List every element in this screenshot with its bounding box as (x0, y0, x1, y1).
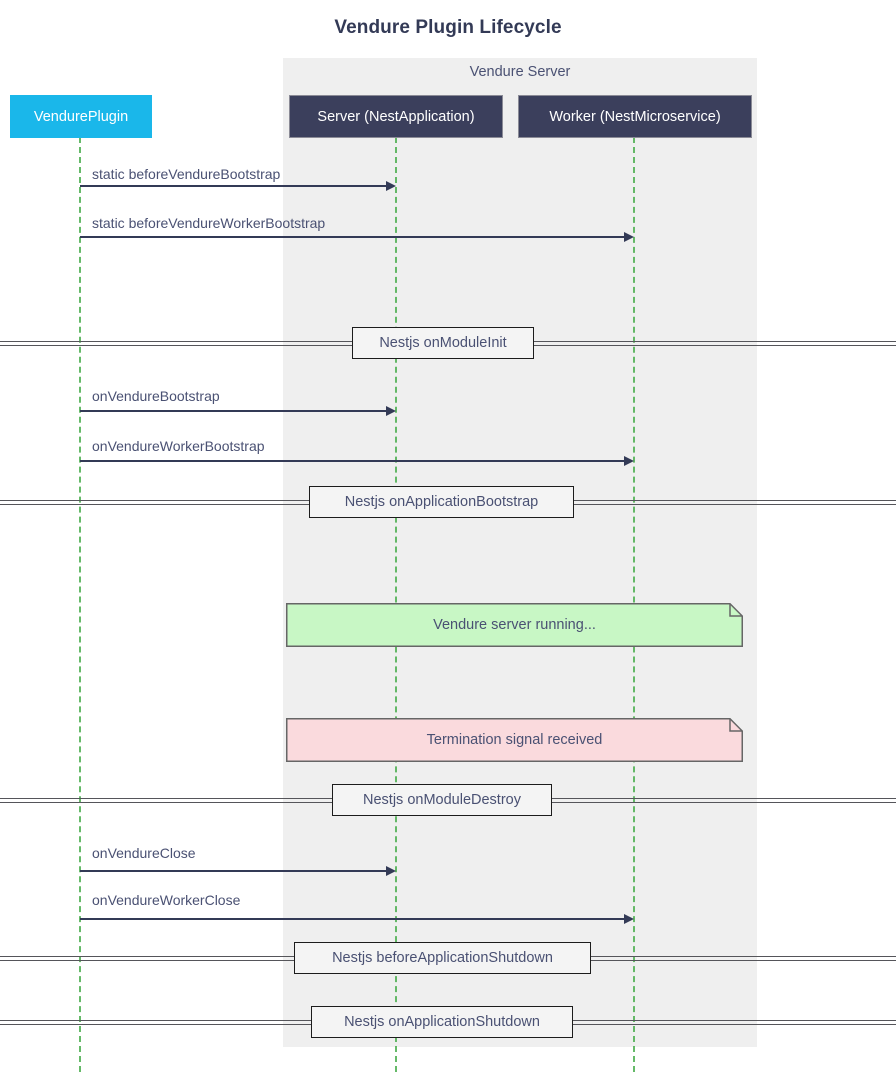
participant-worker[interactable]: Worker (NestMicroservice) (518, 95, 752, 138)
message-arrowhead-static-before-vendure-worker-bootstrap (624, 232, 634, 242)
message-line-static-before-vendure-worker-bootstrap (80, 236, 624, 238)
lifeline-plugin (79, 137, 81, 1072)
note-vendure-server-running: Vendure server running... (286, 603, 743, 647)
divider-label-on-module-init: Nestjs onModuleInit (352, 327, 534, 359)
participant-server[interactable]: Server (NestApplication) (289, 95, 503, 138)
message-arrowhead-on-vendure-worker-close (624, 914, 634, 924)
message-line-static-before-vendure-bootstrap (80, 185, 386, 187)
diagram-title: Vendure Plugin Lifecycle (334, 17, 562, 38)
message-label-on-vendure-worker-bootstrap: onVendureWorkerBootstrap (92, 438, 265, 454)
message-label-on-vendure-worker-close: onVendureWorkerClose (92, 892, 241, 908)
note-shape-green (286, 603, 743, 647)
note-label-vendure-server-running: Vendure server running... (433, 617, 596, 633)
message-arrowhead-static-before-vendure-bootstrap (386, 181, 396, 191)
divider-label-on-application-shutdown: Nestjs onApplicationShutdown (311, 1006, 573, 1038)
note-label-termination-signal-received: Termination signal received (426, 732, 603, 748)
message-line-on-vendure-bootstrap (80, 410, 386, 412)
participant-label-plugin: VendurePlugin (33, 108, 129, 125)
group-label-vendure-server: Vendure Server (469, 64, 571, 80)
message-label-static-before-vendure-bootstrap: static beforeVendureBootstrap (92, 166, 281, 182)
message-line-on-vendure-worker-close (80, 918, 624, 920)
message-arrowhead-on-vendure-worker-bootstrap (624, 456, 634, 466)
note-termination-signal-received: Termination signal received (286, 718, 743, 762)
participant-vendure-plugin[interactable]: VendurePlugin (10, 95, 152, 138)
message-arrowhead-on-vendure-bootstrap (386, 406, 396, 416)
note-shape-red (286, 718, 743, 762)
divider-label-before-application-shutdown: Nestjs beforeApplicationShutdown (294, 942, 591, 974)
message-label-static-before-vendure-worker-bootstrap: static beforeVendureWorkerBootstrap (92, 215, 326, 231)
divider-label-on-application-bootstrap: Nestjs onApplicationBootstrap (309, 486, 574, 518)
participant-label-server: Server (NestApplication) (317, 108, 475, 125)
message-arrowhead-on-vendure-close (386, 866, 396, 876)
message-label-on-vendure-close: onVendureClose (92, 845, 196, 861)
participant-label-worker: Worker (NestMicroservice) (549, 108, 721, 125)
message-line-on-vendure-worker-bootstrap (80, 460, 624, 462)
divider-label-on-module-destroy: Nestjs onModuleDestroy (332, 784, 552, 816)
message-line-on-vendure-close (80, 870, 386, 872)
message-label-on-vendure-bootstrap: onVendureBootstrap (92, 388, 220, 404)
group-box-vendure-server (283, 58, 757, 1047)
